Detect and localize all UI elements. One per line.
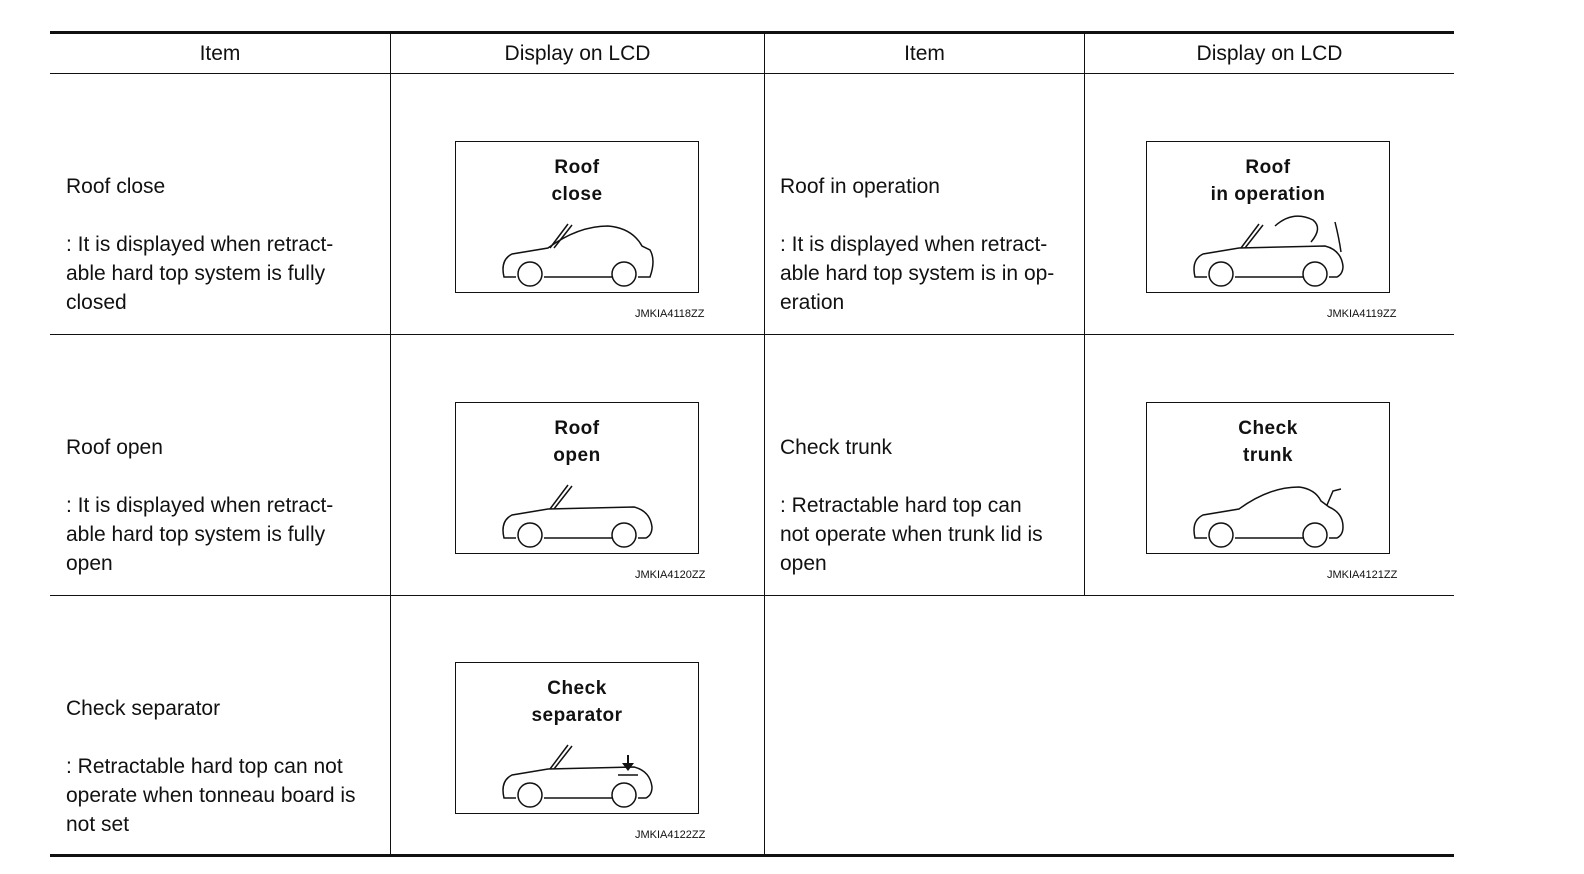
lcd-display-box: Roof open	[455, 402, 699, 554]
table-cell-item: Check trunk : Retractable hard top can n…	[780, 404, 1080, 607]
figure-code: JMKIA4120ZZ	[635, 569, 706, 581]
figure-code: JMKIA4121ZZ	[1327, 569, 1398, 581]
item-description: : Retractable hard top can not operate w…	[66, 755, 356, 836]
figure-code: JMKIA4118ZZ	[635, 308, 705, 320]
car-roof-operating-icon	[1193, 215, 1344, 287]
lcd-label: Check trunk	[1238, 418, 1298, 466]
car-separator-icon	[502, 744, 653, 808]
item-description: : It is displayed when retract- able har…	[780, 233, 1055, 314]
table-cell-item: Check separator : Retractable hard top c…	[66, 665, 388, 868]
figure-code: JMKIA4119ZZ	[1327, 308, 1397, 320]
header-item-1: Item	[199, 42, 241, 65]
item-title: Roof close	[66, 175, 166, 198]
item-title: Check trunk	[780, 436, 893, 459]
lcd-display-box: Roof in operation	[1146, 141, 1390, 293]
table-cell-item: Roof open : It is displayed when retract…	[66, 404, 386, 607]
item-description: : It is displayed when retract- able har…	[66, 233, 334, 314]
car-roof-closed-icon	[502, 223, 654, 287]
table-top-rule	[50, 31, 1454, 34]
item-title: Roof open	[66, 436, 163, 459]
lcd-display-box: Check separator	[455, 662, 699, 814]
lcd-label: Roof close	[551, 157, 603, 205]
header-display-2: Display on LCD	[1196, 42, 1343, 65]
table-column-rule-1	[390, 31, 391, 857]
table-header-rule	[50, 73, 1454, 74]
item-title: Check separator	[66, 697, 221, 720]
car-trunk-open-icon	[1193, 486, 1344, 548]
lcd-display-table: Item Display on LCD Item Display on LCD …	[50, 31, 1454, 857]
lcd-display-box: Roof close	[455, 141, 699, 293]
table-row-rule-2	[50, 595, 1454, 596]
item-description: : Retractable hard top can not operate w…	[780, 494, 1043, 575]
item-title: Roof in operation	[780, 175, 940, 198]
lcd-label: Check separator	[531, 678, 623, 726]
figure-code: JMKIA4122ZZ	[635, 829, 706, 841]
table-column-rule-3	[1084, 31, 1085, 596]
car-roof-open-icon	[502, 484, 653, 548]
table-column-rule-2	[764, 31, 765, 857]
table-cell-item: Roof close : It is displayed when retrac…	[66, 143, 386, 346]
header-item-2: Item	[904, 42, 945, 65]
lcd-display-box: Check trunk	[1146, 402, 1390, 554]
table-cell-item: Roof in operation : It is displayed when…	[780, 143, 1080, 346]
item-description: : It is displayed when retract- able har…	[66, 494, 334, 575]
table-bottom-rule	[50, 854, 1454, 857]
header-display-1: Display on LCD	[504, 42, 651, 65]
lcd-label: Roof open	[553, 418, 601, 466]
table-row-rule-1	[50, 334, 1454, 335]
lcd-label: Roof in operation	[1210, 157, 1326, 205]
